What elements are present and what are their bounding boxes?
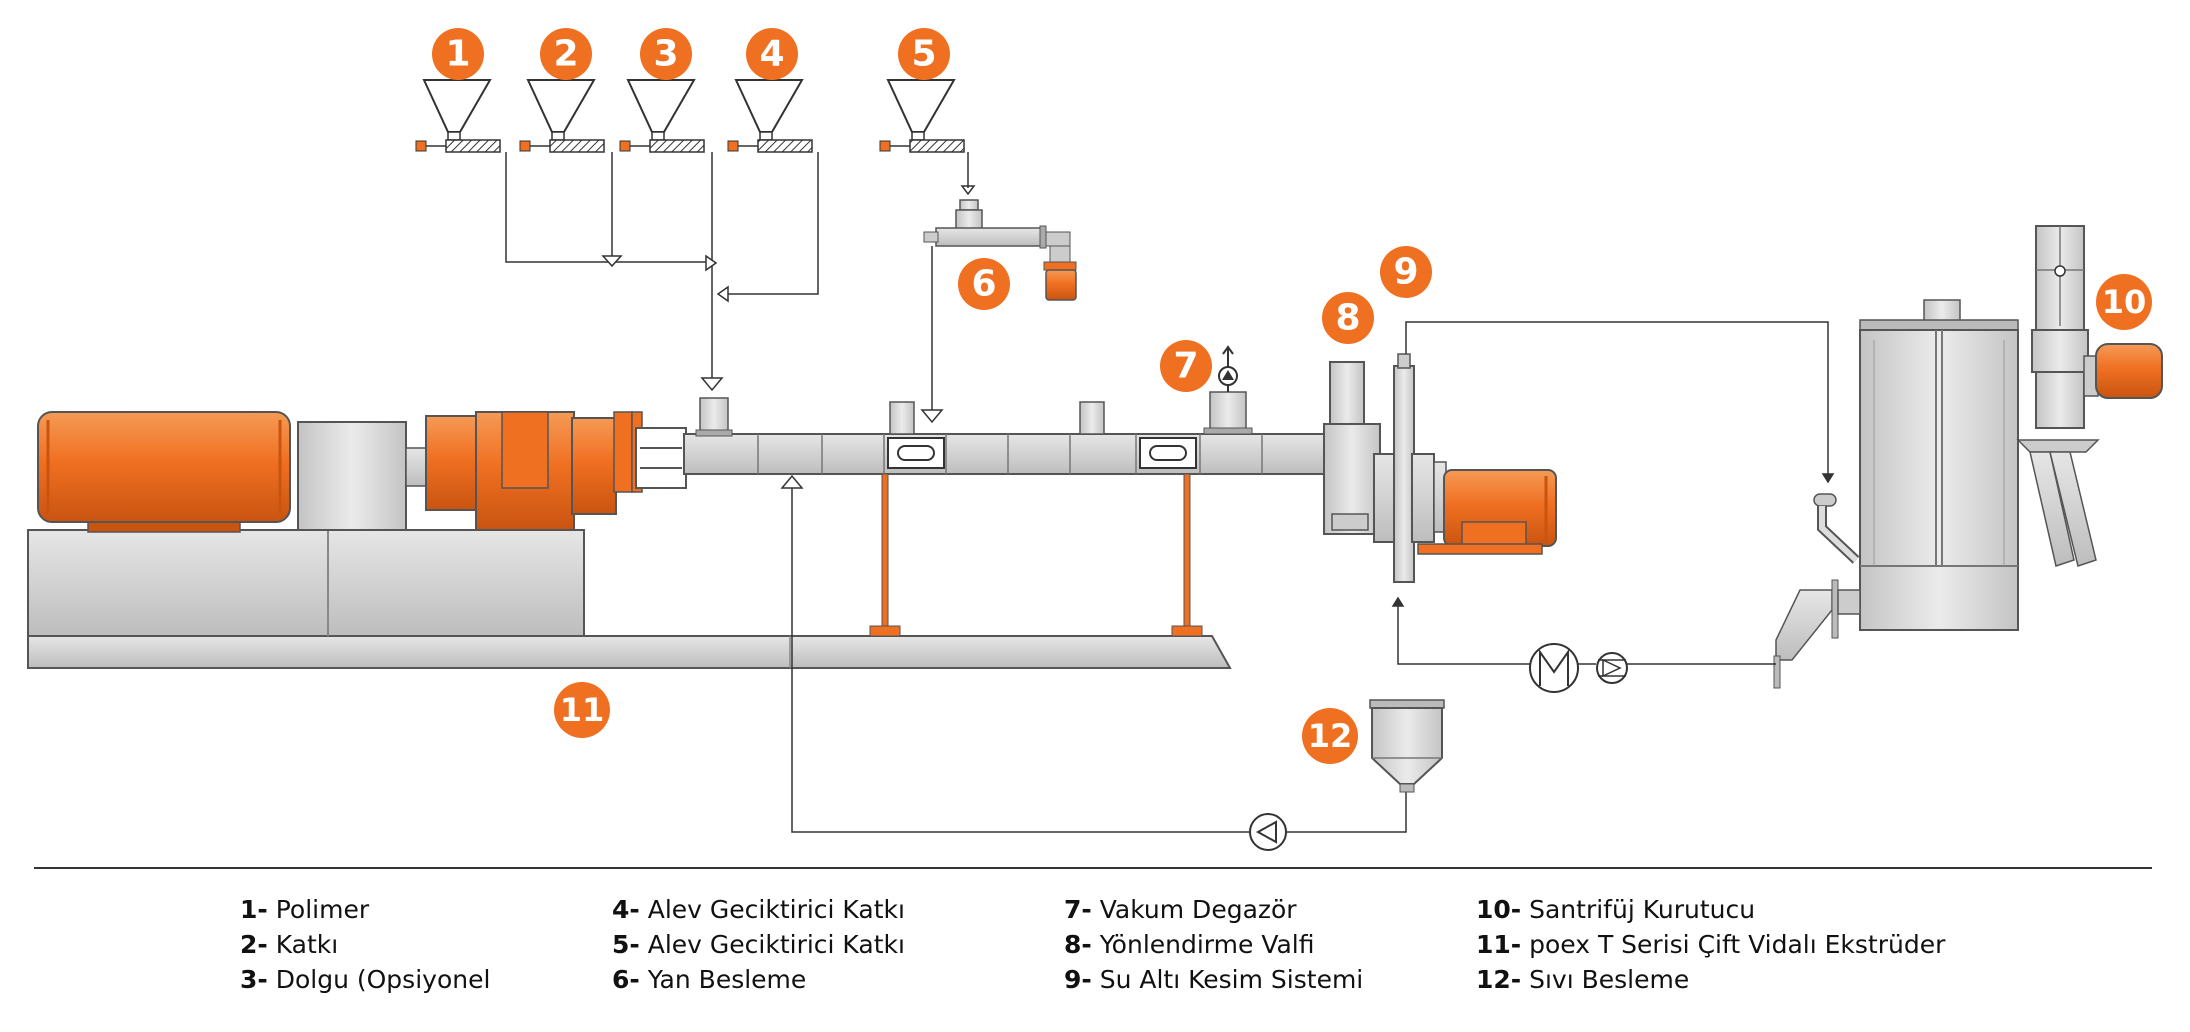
legend-text: Dolgu (Opsiyonel bbox=[267, 965, 491, 994]
side-feeder bbox=[923, 152, 1077, 301]
badge-label: 8 bbox=[1335, 298, 1360, 339]
shaft-coupling bbox=[635, 427, 687, 489]
legend-number: 8- bbox=[1064, 930, 1092, 959]
legend-number: 9- bbox=[1064, 965, 1092, 994]
badge-11: 11 bbox=[554, 682, 610, 738]
extruder-barrel bbox=[683, 397, 1331, 475]
badge-label: 7 bbox=[1173, 346, 1198, 387]
feeder-5 bbox=[879, 79, 965, 153]
legend-number: 5- bbox=[612, 930, 640, 959]
badge-label: 11 bbox=[560, 691, 605, 729]
badge-label: 1 bbox=[445, 34, 470, 75]
underwater-pelletizer bbox=[1393, 353, 1557, 583]
gearbox bbox=[425, 411, 643, 531]
feeder-4 bbox=[727, 79, 813, 153]
legend-text: Vakum Degazör bbox=[1091, 895, 1297, 924]
badge-label: 6 bbox=[971, 264, 996, 305]
badge-label: 5 bbox=[911, 34, 936, 75]
badge-label: 2 bbox=[553, 34, 578, 75]
diverter-valve bbox=[1323, 361, 1397, 543]
legend: 1- Polimer 2- Katkı 3- Dolgu (Opsiyonel … bbox=[0, 892, 2190, 1012]
feeder-2 bbox=[519, 79, 605, 153]
badge-label: 3 bbox=[653, 34, 678, 75]
legend-number: 3- bbox=[240, 965, 268, 994]
badge-7: 7 bbox=[1160, 340, 1212, 392]
legend-text: Alev Geciktirici Katkı bbox=[639, 930, 905, 959]
centrifugal-dryer bbox=[1773, 225, 2163, 689]
badge-10: 10 bbox=[2096, 274, 2152, 330]
badge-9: 9 bbox=[1380, 246, 1432, 298]
legend-item-2: 2- Katkı bbox=[240, 927, 490, 962]
feeder-3 bbox=[619, 79, 705, 153]
extruder-base bbox=[27, 529, 1232, 669]
legend-item-7: 7- Vakum Degazör bbox=[1064, 892, 1363, 927]
coupling-housing bbox=[297, 421, 407, 531]
badge-label: 4 bbox=[759, 34, 784, 75]
feeder-1 bbox=[415, 79, 501, 153]
legend-column-1: 1- Polimer 2- Katkı 3- Dolgu (Opsiyonel bbox=[240, 892, 490, 997]
legend-column-3: 7- Vakum Degazör 8- Yönlendirme Valfi 9-… bbox=[1064, 892, 1363, 997]
legend-item-9: 9- Su Altı Kesim Sistemi bbox=[1064, 962, 1363, 997]
liquid-pump bbox=[1249, 813, 1287, 851]
legend-text: Katkı bbox=[267, 930, 339, 959]
liquid-feed-tank bbox=[1369, 699, 1445, 793]
badge-6: 6 bbox=[958, 258, 1010, 310]
shaft bbox=[405, 447, 429, 487]
legend-number: 6- bbox=[612, 965, 640, 994]
badge-5: 5 bbox=[898, 28, 950, 80]
legend-text: poex T Serisi Çift Vidalı Ekstrüder bbox=[1521, 930, 1946, 959]
water-pump bbox=[1596, 652, 1628, 684]
legend-item-4: 4- Alev Geciktirici Katkı bbox=[612, 892, 905, 927]
legend-text: Yönlendirme Valfi bbox=[1091, 930, 1315, 959]
legend-text: Yan Besleme bbox=[639, 965, 807, 994]
badge-8: 8 bbox=[1322, 292, 1374, 344]
legend-number: 11- bbox=[1476, 930, 1522, 959]
legend-number: 7- bbox=[1064, 895, 1092, 924]
legend-item-1: 1- Polimer bbox=[240, 892, 490, 927]
legend-number: 2- bbox=[240, 930, 268, 959]
badge-label: 10 bbox=[2102, 283, 2147, 321]
badge-1: 1 bbox=[432, 28, 484, 80]
badge-3: 3 bbox=[640, 28, 692, 80]
legend-number: 10- bbox=[1476, 895, 1522, 924]
badge-label: 12 bbox=[1308, 717, 1353, 755]
legend-column-4: 10- Santrifüj Kurutucu 11- poex T Serisi… bbox=[1476, 892, 1945, 997]
legend-item-3: 3- Dolgu (Opsiyonel bbox=[240, 962, 490, 997]
legend-item-8: 8- Yönlendirme Valfi bbox=[1064, 927, 1363, 962]
main-motor bbox=[37, 411, 291, 533]
legend-number: 4- bbox=[612, 895, 640, 924]
flow-arrows bbox=[601, 254, 1835, 607]
heat-exchanger bbox=[1529, 643, 1579, 693]
legend-text: Sıvı Besleme bbox=[1521, 965, 1690, 994]
vacuum-degasser bbox=[1203, 345, 1253, 435]
legend-column-2: 4- Alev Geciktirici Katkı 5- Alev Gecikt… bbox=[612, 892, 905, 997]
legend-text: Alev Geciktirici Katkı bbox=[639, 895, 905, 924]
legend-item-6: 6- Yan Besleme bbox=[612, 962, 905, 997]
barrel-supports bbox=[869, 473, 1203, 637]
legend-item-12: 12- Sıvı Besleme bbox=[1476, 962, 1945, 997]
legend-item-10: 10- Santrifüj Kurutucu bbox=[1476, 892, 1945, 927]
legend-text: Santrifüj Kurutucu bbox=[1521, 895, 1756, 924]
badge-12: 12 bbox=[1302, 708, 1358, 764]
legend-text: Polimer bbox=[267, 895, 370, 924]
badge-4: 4 bbox=[746, 28, 798, 80]
badge-label: 9 bbox=[1393, 252, 1418, 293]
legend-item-11: 11- poex T Serisi Çift Vidalı Ekstrüder bbox=[1476, 927, 1945, 962]
legend-item-5: 5- Alev Geciktirici Katkı bbox=[612, 927, 905, 962]
legend-number: 12- bbox=[1476, 965, 1522, 994]
legend-number: 1- bbox=[240, 895, 268, 924]
badge-2: 2 bbox=[540, 28, 592, 80]
flow-lines bbox=[505, 152, 1829, 833]
legend-text: Su Altı Kesim Sistemi bbox=[1091, 965, 1364, 994]
